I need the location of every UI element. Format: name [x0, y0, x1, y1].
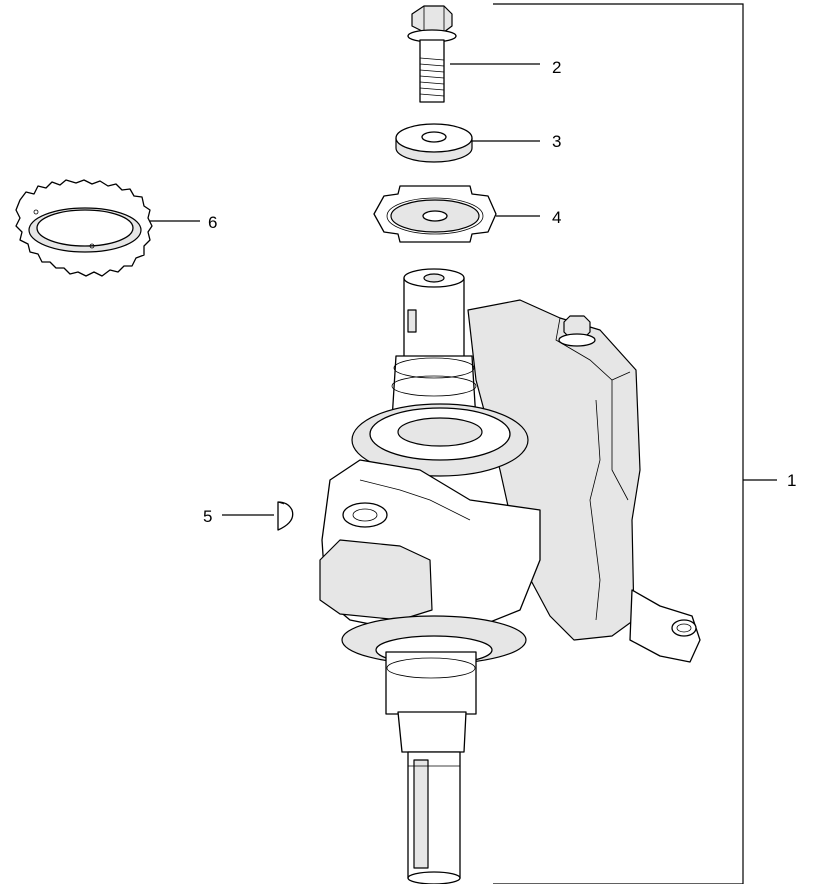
woodruff-key — [222, 501, 294, 531]
lock-plate — [373, 185, 540, 243]
flange-bolt — [407, 5, 540, 103]
thick-washer — [395, 123, 540, 163]
callout-5: 5 — [203, 507, 212, 526]
crankshaft-assembly — [319, 268, 701, 884]
assembly-bracket — [493, 3, 777, 884]
callout-4: 4 — [552, 208, 561, 227]
callout-6: 6 — [208, 213, 217, 232]
callout-1: 1 — [787, 471, 796, 490]
crankshaft-gear — [15, 179, 200, 277]
callout-3: 3 — [552, 132, 561, 151]
callout-2: 2 — [552, 58, 561, 77]
